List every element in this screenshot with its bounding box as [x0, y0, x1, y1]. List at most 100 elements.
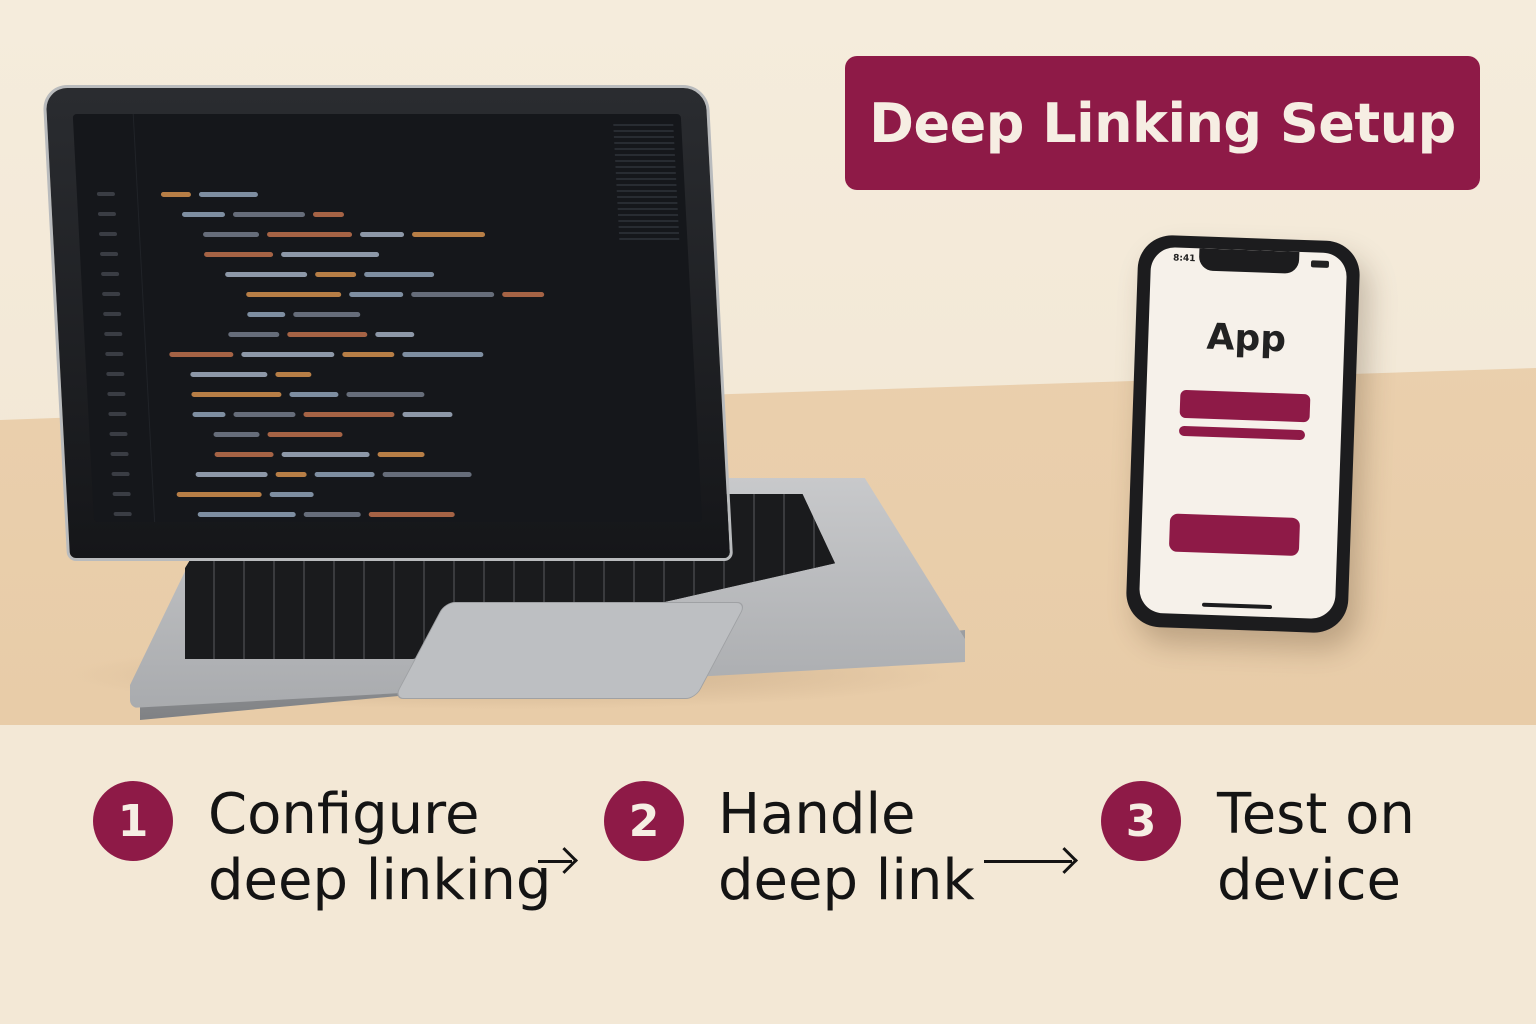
code-token — [233, 411, 296, 417]
code-token — [197, 511, 296, 517]
code-token — [287, 331, 368, 337]
code-token — [169, 351, 234, 357]
code-token — [402, 351, 484, 357]
step-2-line1: Handle — [718, 782, 916, 847]
app-header-bar — [1179, 389, 1311, 423]
code-token — [228, 331, 280, 337]
code-token — [213, 431, 260, 437]
code-token — [269, 491, 314, 497]
code-token — [191, 391, 282, 397]
code-token — [363, 271, 435, 277]
code-token — [411, 291, 495, 297]
code-line — [110, 444, 553, 464]
code-token — [377, 451, 425, 457]
code-line — [104, 324, 547, 344]
code-token — [375, 331, 415, 337]
phone-screen: 8:41 App — [1138, 246, 1348, 620]
battery-icon — [1310, 260, 1330, 268]
laptop-trackpad — [393, 602, 747, 699]
code-token — [368, 511, 455, 517]
code-line — [102, 284, 545, 304]
code-token — [346, 391, 425, 397]
code-token — [198, 191, 259, 197]
code-line — [107, 384, 550, 404]
line-number — [104, 332, 123, 336]
arrow-right-icon — [984, 860, 1072, 863]
code-line — [103, 304, 546, 324]
line-number — [105, 352, 124, 356]
code-line — [106, 364, 549, 384]
line-number — [99, 252, 119, 256]
step-1-line2: deep linking — [208, 848, 552, 913]
code-token — [502, 291, 545, 297]
code-lines — [96, 184, 557, 522]
line-number — [113, 512, 132, 516]
line-number — [109, 432, 128, 436]
step-3-label: Test on device — [1217, 782, 1415, 914]
code-token — [382, 471, 472, 477]
code-line — [109, 424, 552, 444]
step-2-line2: deep link — [718, 848, 975, 913]
step-2-number: 2 — [604, 781, 684, 861]
arrow-right-icon — [538, 860, 572, 863]
code-token — [303, 511, 361, 517]
laptop-screen-code-editor — [72, 114, 703, 522]
app-subheader-bar — [1178, 425, 1306, 441]
step-3-line2: device — [1217, 848, 1401, 913]
code-token — [280, 251, 380, 257]
title-badge: Deep Linking Setup — [845, 56, 1480, 190]
line-number — [97, 212, 117, 216]
step-2-label: Handle deep link — [718, 782, 975, 914]
app-button[interactable] — [1168, 513, 1301, 557]
code-token — [275, 371, 312, 377]
line-number — [107, 392, 126, 396]
code-token — [266, 231, 353, 237]
code-token — [160, 191, 192, 197]
code-line — [96, 184, 539, 204]
code-token — [314, 271, 357, 277]
code-line — [105, 344, 548, 364]
step-1-number: 1 — [93, 781, 173, 861]
step-1-label: Configure deep linking — [208, 782, 551, 914]
line-number — [112, 492, 131, 496]
code-line — [99, 244, 543, 264]
code-token — [190, 371, 268, 377]
code-token — [342, 351, 395, 357]
step-1-line1: Configure — [208, 782, 480, 847]
photo-scene: 8:41 App Deep Linking Setup — [0, 0, 1536, 725]
code-line — [111, 464, 554, 484]
code-token — [241, 351, 335, 357]
smartphone: 8:41 App — [1125, 234, 1361, 634]
line-number — [102, 292, 121, 296]
code-token — [349, 291, 404, 297]
page-title: Deep Linking Setup — [869, 91, 1456, 155]
laptop-lid — [45, 88, 730, 558]
code-token — [203, 251, 274, 257]
code-token — [293, 311, 361, 317]
code-token — [232, 211, 306, 217]
line-number — [103, 312, 122, 316]
code-token — [195, 471, 268, 477]
status-time: 8:41 — [1172, 253, 1196, 265]
code-token — [275, 471, 307, 477]
code-line — [101, 264, 544, 284]
code-token — [281, 451, 370, 457]
line-number — [110, 452, 129, 456]
line-number — [101, 272, 120, 276]
home-indicator — [1201, 602, 1273, 610]
line-number — [96, 192, 116, 196]
code-token — [202, 231, 260, 237]
code-token — [192, 411, 226, 417]
code-token — [289, 391, 339, 397]
code-token — [314, 471, 375, 477]
code-token — [246, 291, 342, 297]
code-line — [112, 484, 555, 504]
code-token — [247, 311, 286, 317]
step-3-number: 3 — [1101, 781, 1181, 861]
code-line — [113, 504, 556, 522]
code-token — [402, 411, 453, 417]
code-token — [303, 411, 395, 417]
app-title: App — [1205, 316, 1287, 361]
code-token — [176, 491, 262, 497]
line-number — [108, 412, 127, 416]
